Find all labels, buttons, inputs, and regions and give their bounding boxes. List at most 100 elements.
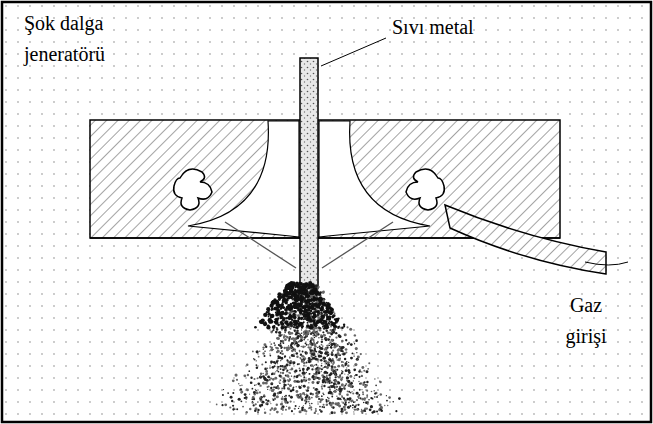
powder-particle xyxy=(361,366,364,369)
powder-particle xyxy=(270,382,273,385)
powder-particle xyxy=(282,353,284,355)
powder-particle xyxy=(284,326,287,329)
powder-particle xyxy=(348,371,351,374)
powder-particle xyxy=(289,321,293,325)
powder-particle xyxy=(256,350,259,353)
powder-particle xyxy=(301,385,302,386)
powder-particle xyxy=(265,399,267,401)
powder-particle xyxy=(255,364,257,366)
powder-particle xyxy=(343,397,345,399)
powder-particle xyxy=(253,378,255,380)
powder-particle xyxy=(356,408,359,411)
powder-particle xyxy=(280,322,284,326)
powder-particle xyxy=(291,368,294,371)
powder-particle xyxy=(302,369,304,371)
powder-particle xyxy=(280,347,282,349)
powder-particle xyxy=(221,404,223,406)
powder-particle xyxy=(307,339,308,340)
powder-particle xyxy=(301,333,302,334)
powder-particle xyxy=(363,409,365,411)
powder-particle xyxy=(338,334,341,337)
powder-particle xyxy=(251,388,253,390)
powder-particle xyxy=(289,362,292,365)
powder-particle xyxy=(332,350,334,352)
powder-particle xyxy=(319,359,321,361)
powder-particle xyxy=(330,333,333,336)
powder-particle xyxy=(308,398,311,401)
powder-particle xyxy=(360,382,363,385)
powder-particle xyxy=(289,328,291,330)
powder-particle xyxy=(326,372,328,374)
powder-particle xyxy=(353,411,354,412)
powder-particle xyxy=(287,384,288,385)
powder-particle xyxy=(330,326,332,328)
powder-particle xyxy=(273,349,274,350)
powder-particle xyxy=(368,362,370,364)
powder-particle xyxy=(341,396,343,398)
powder-particle xyxy=(345,411,348,414)
powder-particle xyxy=(288,395,290,397)
powder-particle xyxy=(270,377,272,379)
powder-particle xyxy=(379,393,382,396)
powder-particle xyxy=(291,369,292,370)
powder-particle xyxy=(294,311,296,313)
powder-particle xyxy=(288,340,290,342)
powder-particle xyxy=(330,391,333,394)
powder-particle xyxy=(299,340,301,342)
powder-particle xyxy=(305,332,306,333)
powder-particle xyxy=(357,355,360,358)
powder-particle xyxy=(326,326,329,329)
powder-particle xyxy=(255,390,257,392)
powder-particle xyxy=(323,360,325,362)
powder-particle xyxy=(312,353,315,356)
powder-particle xyxy=(326,367,328,369)
powder-particle xyxy=(288,304,292,308)
powder-particle xyxy=(331,347,333,349)
powder-particle xyxy=(230,396,233,399)
powder-particle xyxy=(292,361,293,362)
powder-particle xyxy=(238,398,241,401)
powder-particle xyxy=(368,399,370,401)
powder-particle xyxy=(312,393,314,395)
powder-particle xyxy=(286,336,289,339)
powder-particle xyxy=(328,322,330,324)
powder-particle xyxy=(295,386,297,388)
powder-particle xyxy=(313,320,315,322)
powder-particle xyxy=(300,380,302,382)
powder-particle xyxy=(290,401,292,403)
powder-particle xyxy=(278,344,280,346)
powder-particle xyxy=(316,391,319,394)
powder-particle xyxy=(294,329,297,332)
powder-particle xyxy=(252,351,254,353)
powder-particle xyxy=(305,335,307,337)
powder-particle xyxy=(254,359,255,360)
powder-particle xyxy=(319,308,321,310)
powder-particle xyxy=(388,396,391,399)
powder-particle xyxy=(315,322,317,324)
powder-particle xyxy=(280,403,283,406)
powder-particle xyxy=(269,350,270,351)
powder-particle xyxy=(267,400,270,403)
powder-particle xyxy=(315,294,317,296)
powder-particle xyxy=(294,338,296,340)
powder-particle xyxy=(387,405,388,406)
powder-particle xyxy=(299,370,300,371)
powder-particle xyxy=(279,375,282,378)
powder-particle xyxy=(362,391,364,393)
powder-particle xyxy=(288,292,290,294)
powder-particle xyxy=(298,408,299,409)
powder-particle xyxy=(300,312,302,314)
powder-particle xyxy=(238,383,240,385)
powder-particle xyxy=(343,324,345,326)
powder-particle xyxy=(341,373,343,375)
powder-particle xyxy=(336,389,337,390)
powder-particle xyxy=(285,312,288,315)
powder-particle xyxy=(299,386,302,389)
powder-particle xyxy=(262,373,264,375)
powder-particle xyxy=(295,299,298,302)
powder-particle xyxy=(366,394,368,396)
powder-particle xyxy=(241,385,242,386)
powder-particle xyxy=(270,387,272,389)
powder-particle xyxy=(280,368,282,370)
powder-particle xyxy=(333,324,337,328)
